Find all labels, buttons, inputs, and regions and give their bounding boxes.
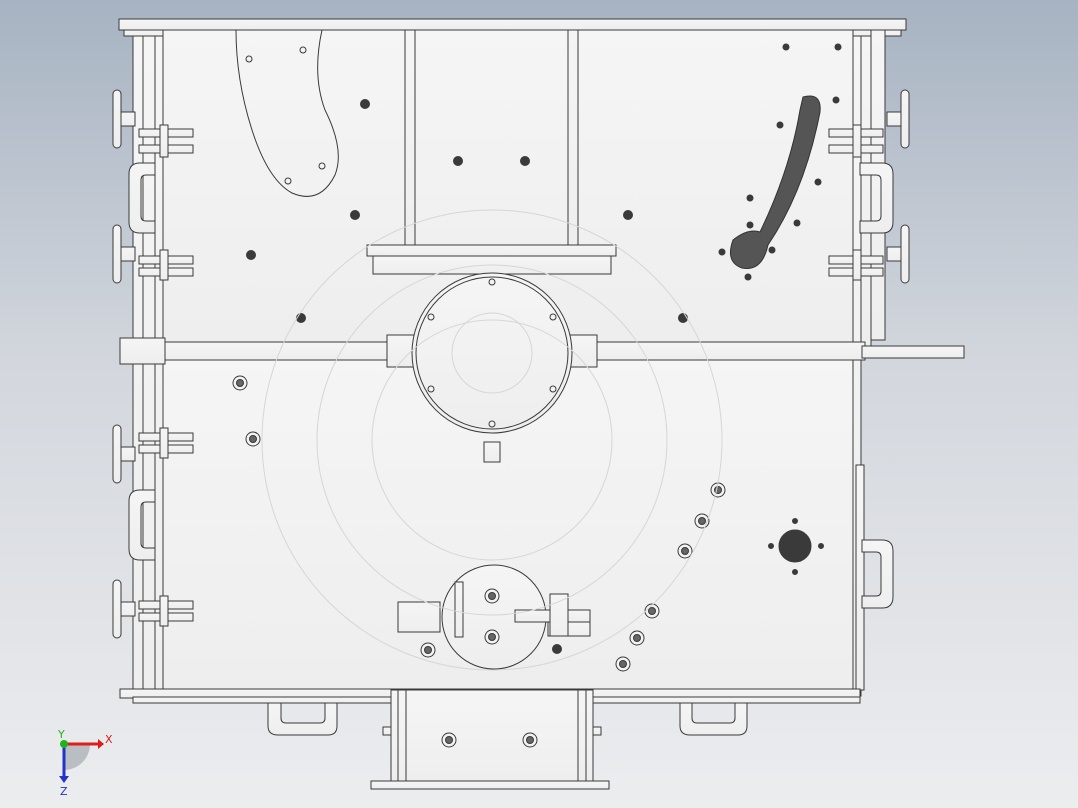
- outlet-inner-left: [397, 689, 407, 783]
- open-holes: [245, 46, 557, 428]
- outlet-nub-right: [592, 726, 602, 736]
- machine-assembly: [112, 18, 965, 790]
- counterbored-holes: [232, 375, 726, 748]
- left-handle-lower: [128, 489, 156, 561]
- door-hinge-bar: [454, 581, 464, 638]
- outlet-inner-right: [577, 689, 587, 783]
- chute-left-wall: [404, 29, 416, 248]
- outlet-flange: [370, 780, 610, 790]
- z-axis-head: [59, 776, 69, 783]
- hidden-rotor-lines: [261, 209, 723, 671]
- chute-right-wall: [567, 29, 579, 248]
- split-bar-extension: [861, 345, 965, 359]
- door-latch-left: [397, 601, 441, 633]
- right-frame-mid: [860, 35, 872, 347]
- triad-shadow: [64, 744, 90, 770]
- right-lower-panel: [855, 464, 865, 691]
- z-axis-label: Z: [60, 785, 68, 798]
- bottom-handle-left: [267, 702, 338, 736]
- split-bar-left-cap: [119, 337, 166, 365]
- outlet-body: [390, 689, 594, 783]
- kidney-outline: [235, 29, 339, 197]
- coordinate-triad: X Y Z: [57, 728, 113, 798]
- left-hinge-knobs: [112, 89, 136, 639]
- right-handle-upper: [859, 162, 894, 234]
- left-hinge-brackets: [138, 124, 194, 627]
- bottom-plate-lip: [132, 696, 392, 704]
- top-flange-plate: [118, 18, 907, 31]
- left-handle-upper: [128, 162, 156, 234]
- bottom-handle-right: [679, 702, 748, 736]
- right-hinge-brackets: [828, 124, 884, 281]
- y-axis-label: Y: [57, 728, 65, 741]
- rotor-housing-inner: [415, 276, 569, 430]
- x-axis-head: [98, 739, 104, 749]
- large-port-hole: [778, 529, 812, 563]
- door-latch-post: [549, 593, 569, 637]
- chute-flange: [366, 244, 617, 257]
- x-axis-label: X: [105, 733, 113, 746]
- arc-slot: [730, 95, 821, 270]
- right-hinge-knobs: [886, 89, 910, 284]
- bolt-holes: [246, 43, 842, 654]
- rotor-housing: [411, 272, 573, 434]
- right-handle-lower: [861, 539, 894, 609]
- y-axis-dot: [60, 740, 68, 748]
- rotor-bottom-nozzle: [483, 441, 501, 463]
- outlet-nub-left: [382, 726, 392, 736]
- bottom-plate-lip-right: [591, 696, 861, 704]
- clamp-block-left: [386, 334, 415, 368]
